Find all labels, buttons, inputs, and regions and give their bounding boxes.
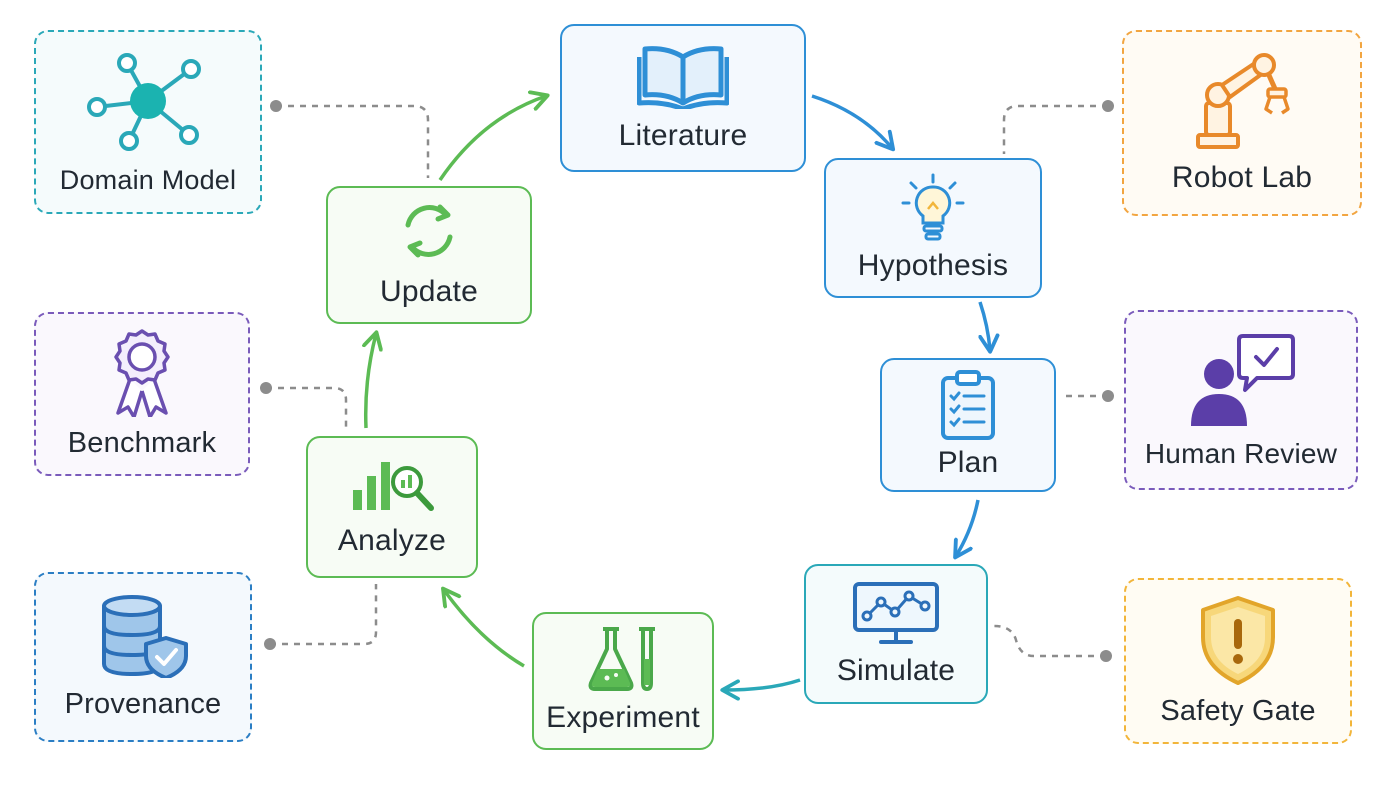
human-review-label: Human Review xyxy=(1144,438,1338,469)
flask-test-tube-icon xyxy=(588,627,655,691)
safety-gate-label: Safety Gate xyxy=(1160,694,1316,727)
refresh-arrows-icon xyxy=(405,204,453,258)
domain-model-label: Domain Model xyxy=(59,164,237,195)
benchmark-label: Benchmark xyxy=(67,426,217,459)
simulate-label: Simulate xyxy=(836,654,956,687)
connector-benchmark xyxy=(266,386,348,432)
node-robot-lab[interactable]: Robot Lab xyxy=(1122,30,1362,216)
connector-provenance xyxy=(270,584,378,646)
node-safety-gate[interactable]: Safety Gate xyxy=(1124,578,1352,744)
provenance-label: Provenance xyxy=(64,687,222,720)
lightbulb-icon xyxy=(901,173,965,241)
hypothesis-label: Hypothesis xyxy=(857,249,1009,282)
open-book-icon xyxy=(637,46,729,109)
arrow-update-to-literature xyxy=(438,96,546,181)
arrow-plan-to-simulate xyxy=(956,499,980,556)
literature-label: Literature xyxy=(618,119,748,152)
robot-arm-icon xyxy=(1196,53,1290,149)
connector-safety-gate xyxy=(993,624,1106,658)
node-analyze[interactable]: Analyze xyxy=(306,436,478,578)
network-hub-icon xyxy=(87,52,201,151)
node-provenance[interactable]: Provenance xyxy=(34,572,252,742)
connector-domain-model xyxy=(276,104,430,178)
connector-dot-domain-model xyxy=(270,100,282,112)
arrow-hypothesis-to-plan xyxy=(980,301,990,350)
warning-shield-icon xyxy=(1201,595,1275,685)
experiment-label: Experiment xyxy=(546,701,700,734)
node-domain-model[interactable]: Domain Model xyxy=(34,30,262,214)
node-literature[interactable]: Literature xyxy=(560,24,806,172)
person-chat-check-icon xyxy=(1191,334,1295,426)
node-update[interactable]: Update xyxy=(326,186,532,324)
plan-label: Plan xyxy=(937,446,999,479)
node-simulate[interactable]: Simulate xyxy=(804,564,988,704)
connector-dot-provenance xyxy=(264,638,276,650)
robot-lab-label: Robot Lab xyxy=(1171,161,1313,194)
connector-dot-robot-lab xyxy=(1102,100,1114,112)
connector-dot-benchmark xyxy=(260,382,272,394)
analyze-label: Analyze xyxy=(337,524,447,557)
arrow-analyze-to-update xyxy=(366,334,376,429)
award-ribbon-icon xyxy=(114,328,170,417)
node-plan[interactable]: Plan xyxy=(880,358,1056,492)
database-shield-icon xyxy=(102,594,188,678)
node-human-review[interactable]: Human Review xyxy=(1124,310,1358,490)
arrow-literature-to-hypothesis xyxy=(811,94,892,148)
update-label: Update xyxy=(380,275,478,308)
connector-dot-human-review xyxy=(1102,390,1114,402)
connector-dot-safety-gate xyxy=(1100,650,1112,662)
arrow-simulate-to-experiment xyxy=(724,678,801,690)
node-experiment[interactable]: Experiment xyxy=(532,612,714,750)
clipboard-checklist-icon xyxy=(941,370,995,440)
bar-chart-magnifier-icon xyxy=(353,462,434,511)
node-benchmark[interactable]: Benchmark xyxy=(34,312,250,476)
monitor-graph-icon xyxy=(853,582,939,644)
node-hypothesis[interactable]: Hypothesis xyxy=(824,158,1042,298)
connector-robot-lab xyxy=(1002,104,1108,154)
arrow-experiment-to-analyze xyxy=(444,590,525,668)
